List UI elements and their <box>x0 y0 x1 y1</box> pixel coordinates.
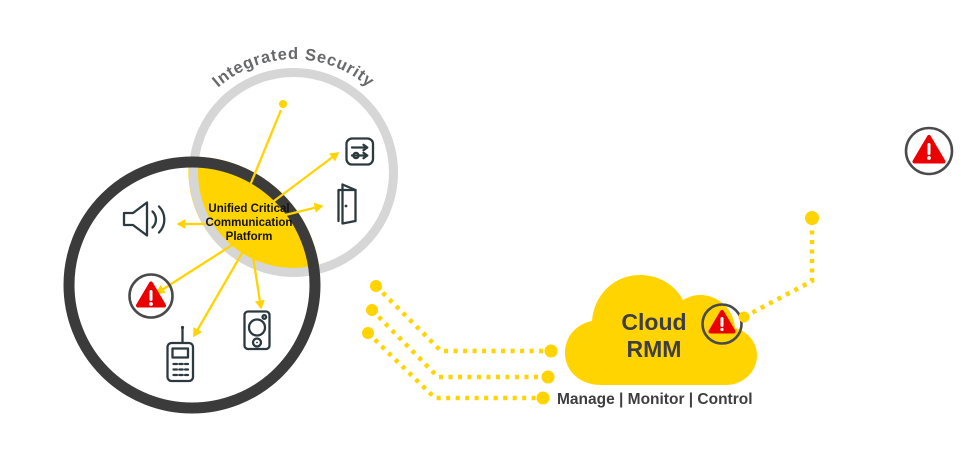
connector-line-1 <box>374 284 551 354</box>
ray-door <box>264 202 324 222</box>
ray-alert <box>155 239 241 294</box>
cloud-rmm: Cloud RMM <box>561 271 761 389</box>
platform-circle <box>63 156 321 414</box>
access-controls-icon <box>345 137 375 166</box>
cloud-shape <box>561 271 761 389</box>
cloud-name-line1: Cloud <box>621 309 686 335</box>
platform-rays <box>155 100 340 338</box>
connector-line-2 <box>370 308 548 380</box>
speaker-box-icon <box>243 310 271 351</box>
ray-access-controls <box>261 152 340 211</box>
ray-radio <box>193 247 246 338</box>
lens-label-line2: Communication <box>206 217 293 229</box>
lens-label: Unified Critical Communication Platform <box>206 203 293 243</box>
cloud-tagline: Manage | Monitor | Control <box>557 391 753 408</box>
ray-speaker-box <box>250 249 265 310</box>
cloud-name-line2: RMM <box>627 336 682 362</box>
cloud-alert-icon <box>701 303 743 345</box>
connector-line-3 <box>366 331 543 401</box>
lens-label-line3: Platform <box>226 231 273 243</box>
open-door-icon <box>337 183 357 225</box>
ray-top <box>242 109 283 201</box>
lens-label-line1: Unified Critical <box>208 203 289 215</box>
loudspeaker-icon <box>122 201 166 237</box>
two-way-radio-icon <box>166 325 195 383</box>
uplink-line <box>738 211 819 323</box>
remote-alert-icon <box>904 126 954 176</box>
cloud-connectors <box>362 280 558 405</box>
ray-top-dot <box>279 100 287 108</box>
integrated-security-circle <box>189 68 398 277</box>
alert-triangle-icon <box>128 273 174 319</box>
